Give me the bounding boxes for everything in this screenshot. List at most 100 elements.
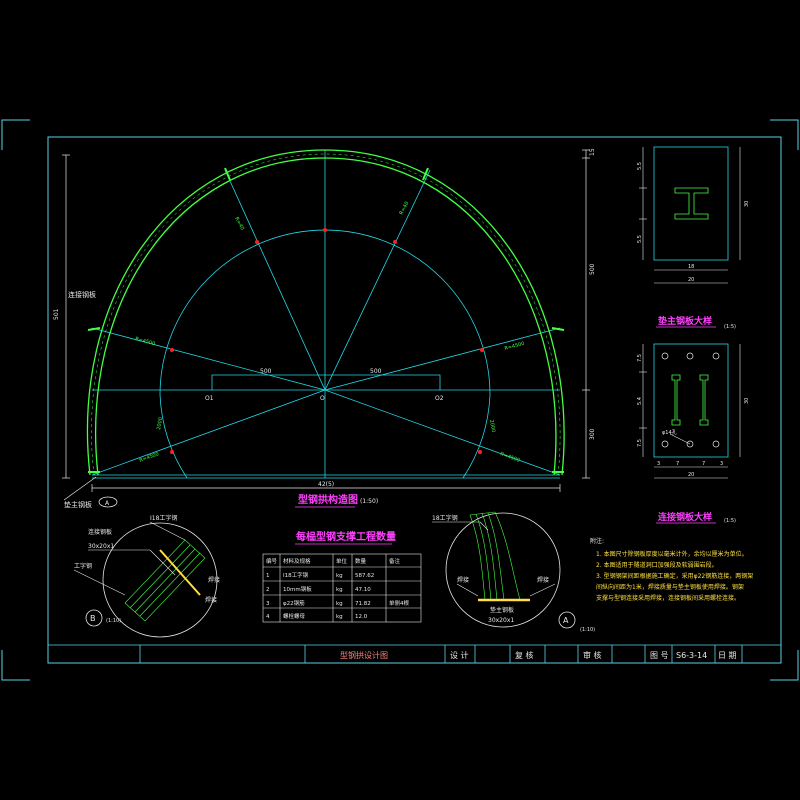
table-cell: 12.0 — [355, 614, 368, 620]
table-cell: 47.10 — [355, 587, 371, 593]
detail-b-scale: (1:10) — [106, 618, 121, 624]
table-cell: kg — [336, 614, 343, 620]
right-height-lower-dim: 300 — [589, 428, 596, 440]
base-plate-label: 垫主钢板 — [64, 500, 92, 509]
table-cell: 螺栓螺母 — [283, 612, 306, 620]
table-cell: φ22钢筋 — [283, 599, 305, 607]
table-cell: 单侧4根 — [389, 599, 409, 607]
joint-ticks — [87, 167, 565, 473]
table-cell: kg — [336, 573, 343, 579]
corner-marks — [1, 119, 799, 681]
top-detail-dim-left-top: 5.5 — [637, 162, 643, 170]
table-cell: 1 — [266, 573, 270, 579]
table-cell: 2 — [266, 587, 270, 593]
section-a-label: A — [105, 500, 110, 507]
top-detail-title: 垫主钢板大样 — [658, 315, 712, 327]
radial-label-right-mid: R=4500 — [504, 341, 525, 352]
table-header-cell: 材料及规格 — [283, 557, 311, 565]
construction-lines — [91, 150, 561, 479]
left-mark: O1 — [205, 395, 214, 402]
steel-arch — [86, 149, 565, 476]
right-mark: O2 — [435, 395, 444, 402]
top-detail-dim-left-bottom: 5.5 — [637, 235, 643, 243]
main-view-title: 型钢拱构造图 — [298, 493, 358, 506]
detail-a: 18工字钢 焊接 焊接 垫主钢板 30x20x1 A (1:10) — [432, 511, 595, 633]
radial-label-left-mid: R=4500 — [134, 336, 155, 347]
bottom-dim: 42(5) — [318, 481, 334, 488]
center-mark: O — [320, 395, 325, 402]
right-height-upper-dim: 500 — [589, 263, 596, 275]
detail-b-plate-size: 30x20x1 — [88, 543, 114, 550]
detail-a-steel-label: 18工字钢 — [432, 514, 458, 522]
section-a-marker — [98, 496, 118, 508]
bottom-detail-dim-total: 20 — [688, 472, 694, 478]
detail-b: I18工字钢 连接钢板 30x20x1 工字钢 焊接 焊接 B (1:10) — [73, 514, 220, 638]
drawing-no-label: 图 号 — [650, 651, 669, 660]
bottom-detail-dim-left-1: 5.4 — [637, 397, 643, 405]
detail-b-weld-2: 焊接 — [205, 596, 217, 604]
bottom-detail-dim-part-2: 7 — [702, 461, 705, 467]
notes-heading: 附注: — [590, 537, 604, 545]
table-cell: kg — [336, 587, 343, 593]
dimension-lines — [62, 149, 590, 492]
detail-a-plate-size: 30x20x1 — [488, 617, 514, 624]
drawing-frame — [47, 136, 782, 664]
detail-a-marker — [558, 611, 576, 629]
detail-b-label: B — [90, 614, 96, 623]
table-cell: kg — [336, 601, 343, 607]
notes: 附注: 1. 本图尺寸除钢板厚度以毫米计外，余均以厘米为单位。 2. 本图适用于… — [590, 537, 753, 602]
bottom-detail-dim-part-3: 3 — [720, 461, 723, 467]
main-arch-view: 501 500 300 15 42(5) 500 500 O O1 O2 R=4… — [53, 148, 596, 509]
radial-label-right-upper: R=40 — [398, 201, 410, 216]
detail-b-steel-label: I18工字钢 — [150, 514, 177, 522]
center-span-right: 500 — [370, 368, 382, 375]
table-header-cell: 数量 — [355, 557, 367, 565]
top-detail-dim-outer: 20 — [688, 277, 694, 283]
detail-a-weld-1: 焊接 — [457, 576, 469, 584]
arc-left-label: 2000 — [156, 417, 164, 431]
review-label: 复 核 — [515, 650, 534, 660]
bottom-detail-scale: (1:5) — [724, 518, 736, 524]
detail-a-scale: (1:10) — [580, 627, 595, 633]
table-cell: I18工字钢 — [283, 571, 309, 579]
date-label: 日 期 — [718, 651, 737, 660]
detail-a-label: A — [563, 616, 569, 625]
detail-b-marker — [85, 609, 103, 627]
title-block: 型钢拱设计图 设 计 复 核 审 核 图 号 S6-3-14 日 期 — [48, 644, 781, 663]
right-bottom-detail: φ14孔 7.5 5.4 7.5 30 3 7 7 3 20 连接钢板大样 (1… — [637, 343, 750, 524]
bottom-detail-dim-part-1: 7 — [676, 461, 679, 467]
radial-label-left-upper: R=40 — [233, 216, 245, 231]
detail-b-weld-1: 焊接 — [208, 576, 220, 584]
table-header-cell: 备注 — [389, 557, 401, 565]
table-header-cell: 单位 — [336, 557, 348, 565]
table-header-cell: 编号 — [266, 557, 278, 565]
bottom-detail-bolt-label: φ14孔 — [662, 429, 677, 436]
main-view-scale: (1:50) — [360, 498, 378, 505]
detail-b-plate-label: 连接钢板 — [88, 528, 112, 536]
connection-plate-label: 连接钢板 — [68, 290, 96, 299]
top-detail-dim-right: 30 — [744, 201, 750, 207]
bottom-detail-title: 连接钢板大样 — [658, 511, 712, 523]
drawing-title: 型钢拱设计图 — [340, 650, 388, 660]
table-cell: 3 — [266, 601, 270, 607]
top-detail-scale: (1:5) — [724, 324, 736, 330]
left-height-dim: 501 — [53, 308, 60, 320]
right-top-dim: 15 — [589, 148, 596, 156]
bottom-detail-dim-left-0: 7.5 — [637, 354, 643, 362]
bottom-detail-dim-right: 30 — [744, 398, 750, 404]
table-cell: 10mm钢板 — [283, 585, 312, 593]
table-cell: 4 — [266, 614, 270, 620]
note-item-4: 支撑与型钢连接采用焊接，连接钢板间采用螺栓连接。 — [596, 594, 740, 602]
detail-b-rib-label: 工字钢 — [74, 562, 92, 570]
top-detail-dim-inner: 18 — [688, 264, 694, 270]
detail-a-plate-label: 垫主钢板 — [490, 606, 514, 614]
note-item-3: 间纵向间距为1米，焊接质量与垫主钢板使用焊接。钢架 — [596, 583, 744, 591]
right-top-detail: 5.5 5.5 30 18 20 垫主钢板大样 (1:5) — [637, 146, 750, 330]
arc-right-label: 2000 — [488, 419, 496, 433]
table-cell: 71.82 — [355, 601, 371, 607]
joint-markers — [170, 228, 484, 454]
quantity-table-title: 每榀型钢支撑工程数量 — [296, 530, 396, 543]
detail-a-weld-2: 焊接 — [537, 576, 549, 584]
